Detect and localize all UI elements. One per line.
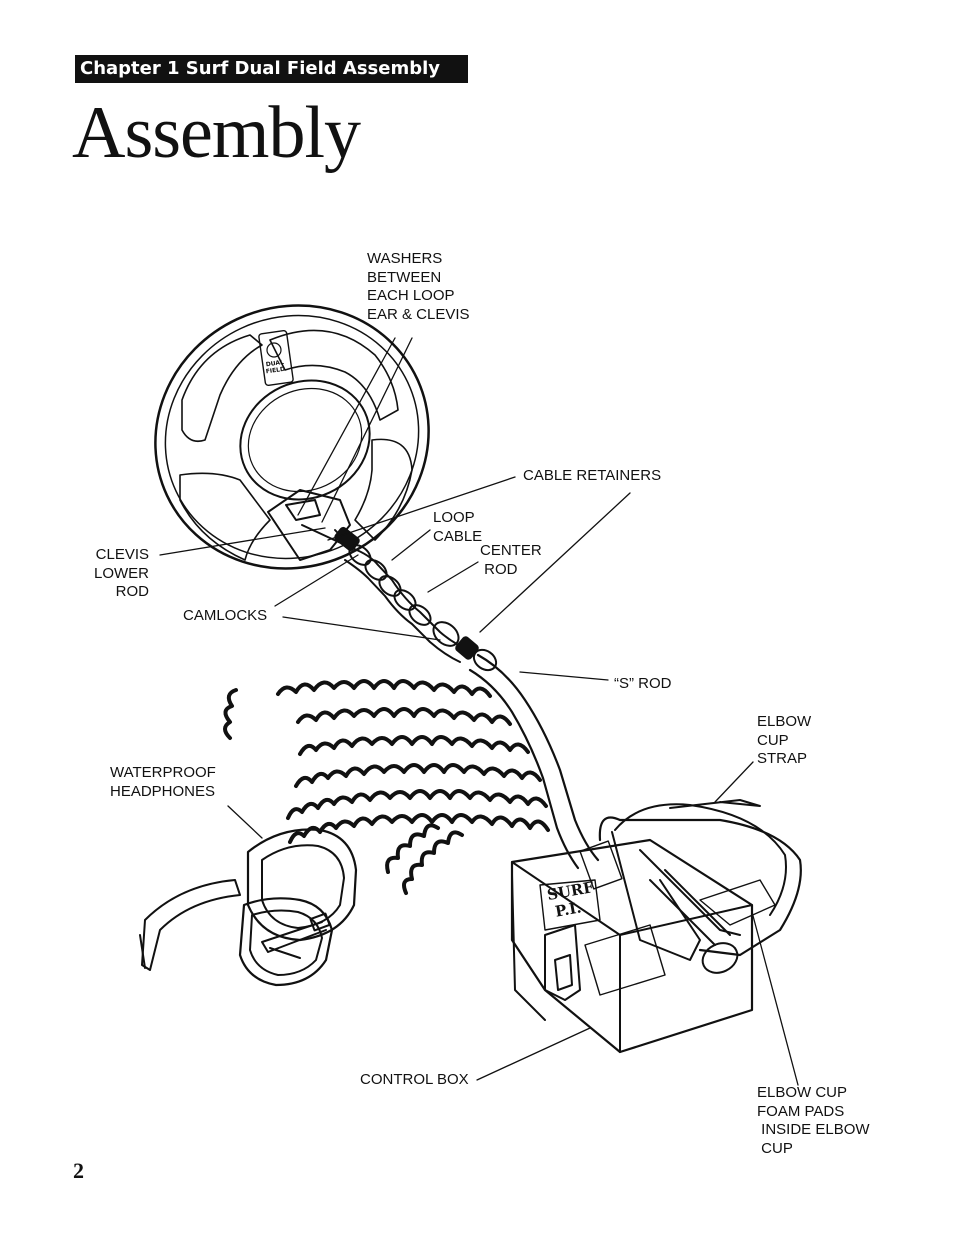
coil-logo-line1: DUAL [265,359,284,368]
callout-washers: WASHERS BETWEEN EACH LOOP EAR & CLEVIS [367,250,470,324]
coil-logo-badge [258,329,294,387]
chapter-heading: Chapter 1 Surf Dual Field Assembly [75,55,468,83]
s-rod [468,648,600,870]
callout-control-box: CONTROL BOX [360,1071,469,1088]
callout-center-rod: CENTER ROD [480,542,542,578]
coiled-cable [223,679,550,895]
coil-logo-line2: FIELD [265,366,285,376]
page-number: 2 [73,1158,84,1183]
control-box [510,838,754,1054]
callout-clevis-lower-rod: CLEVIS LOWER ROD [93,546,149,601]
headphones [139,828,358,987]
page-title: Assembly [72,92,361,174]
callout-camlocks: CAMLOCKS [183,607,268,624]
elbow-cup [579,799,802,974]
callout-s-rod: “S” ROD [614,675,672,692]
callout-elbow-cup-foam-pads: ELBOW CUP FOAM PADS INSIDE ELBOW CUP [757,1084,870,1158]
box-logo-line2: P.I. [554,898,583,920]
leader-lines [159,337,799,1086]
callout-cable-retainers: CABLE RETAINERS [523,467,662,484]
callout-elbow-cup-strap: ELBOW CUP STRAP [757,713,812,768]
callout-waterproof-headphones: WATERPROOF HEADPHONES [110,764,216,800]
lower-rod-assembly [334,526,479,663]
callout-loop-cable: LOOP CABLE [433,509,483,545]
